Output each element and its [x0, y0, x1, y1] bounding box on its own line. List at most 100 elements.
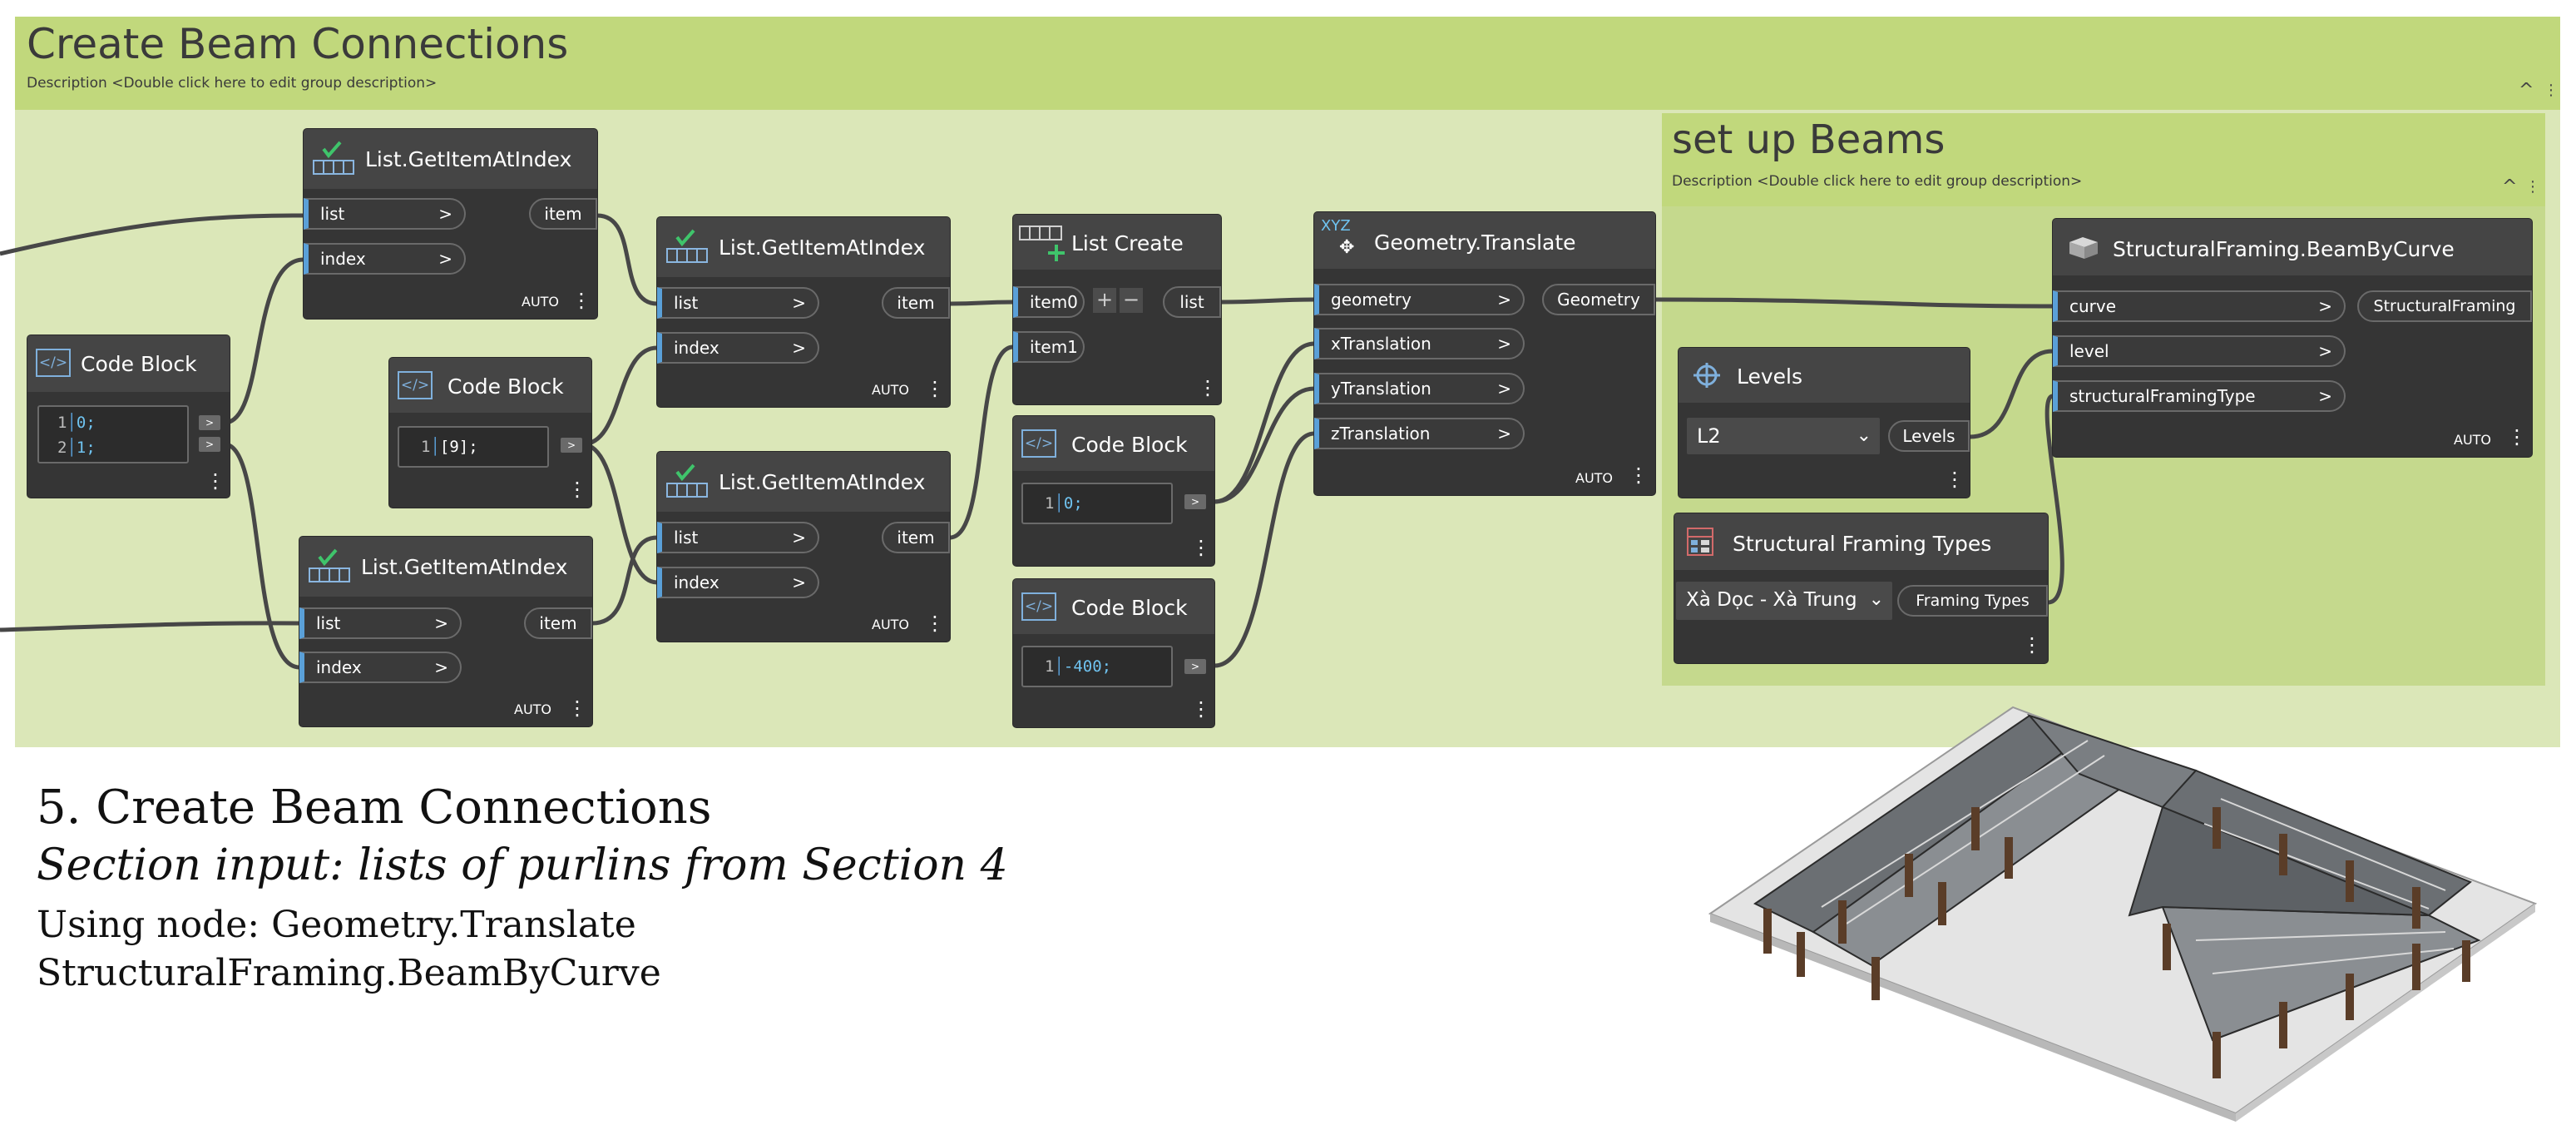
node-menu-icon[interactable]: ⋮ — [1629, 463, 1649, 487]
node-title[interactable]: StructuralFraming.BeamByCurve — [2113, 237, 2455, 261]
code-editor[interactable]: 1│0; 2│1; — [37, 405, 189, 463]
node-menu-icon[interactable]: ⋮ — [571, 289, 591, 312]
node-menu-icon[interactable]: ⋮ — [2022, 633, 2042, 657]
output-port-1[interactable]: > — [199, 437, 220, 452]
node-header[interactable]: List.GetItemAtIndex — [657, 217, 950, 277]
output-port-item[interactable]: item — [882, 522, 950, 553]
input-port-ytranslation[interactable]: yTranslation> — [1314, 373, 1525, 404]
collapse-icon[interactable]: ^ — [2502, 176, 2518, 197]
node-menu-icon[interactable]: ⋮ — [567, 478, 587, 501]
lacing-mode-label[interactable]: AUTO — [1575, 470, 1614, 486]
framing-type-dropdown[interactable]: Xà Dọc - Xà Trung⌄ — [1676, 582, 1892, 620]
input-port-list[interactable]: list> — [657, 287, 819, 319]
node-header[interactable]: List.GetItemAtIndex — [657, 452, 950, 512]
input-port-index[interactable]: index> — [304, 243, 466, 275]
remove-input-button[interactable]: − — [1120, 288, 1143, 313]
node-title[interactable]: Code Block — [1071, 596, 1188, 620]
output-port-item[interactable]: item — [524, 607, 592, 639]
output-port-0[interactable]: > — [199, 415, 220, 430]
code-line[interactable]: 2│1; — [57, 439, 96, 457]
code-editor[interactable]: 1│0; — [1021, 483, 1173, 524]
group-menu-icon[interactable]: ⋮ — [2525, 178, 2540, 196]
level-dropdown[interactable]: L2⌄ — [1687, 418, 1880, 454]
node-title[interactable]: Geometry.Translate — [1374, 230, 1576, 255]
output-port-list[interactable]: list — [1163, 286, 1221, 318]
code-line[interactable]: 1│0; — [57, 414, 96, 432]
output-port-framing-types[interactable]: Framing Types — [1897, 585, 2048, 617]
lacing-mode-label[interactable]: AUTO — [522, 294, 560, 310]
input-port-geometry[interactable]: geometry> — [1314, 284, 1525, 315]
group-header[interactable]: set up Beams Description <Double click h… — [1662, 113, 2545, 206]
node-title[interactable]: Code Block — [81, 352, 197, 376]
output-port-0[interactable]: > — [561, 438, 582, 453]
node-code-block-4[interactable]: </> Code Block 1│-400; > ⋮ — [1013, 579, 1214, 727]
input-port-level[interactable]: level> — [2053, 335, 2346, 367]
node-code-block-3[interactable]: </> Code Block 1│0; > ⋮ — [1013, 416, 1214, 566]
lacing-mode-label[interactable]: AUTO — [872, 617, 910, 632]
node-structuralframing-beambycurve[interactable]: StructuralFraming.BeamByCurve curve> lev… — [2053, 219, 2532, 457]
code-line[interactable]: 1│0; — [1045, 494, 1083, 513]
node-title[interactable]: Structural Framing Types — [1733, 532, 1992, 556]
node-title[interactable]: Code Block — [1071, 433, 1188, 457]
input-port-list[interactable]: list> — [299, 607, 462, 639]
node-title[interactable]: List Create — [1071, 231, 1184, 255]
node-header[interactable]: List Create — [1013, 215, 1221, 270]
node-menu-icon[interactable]: ⋮ — [1945, 468, 1965, 491]
node-header[interactable]: </> Code Block — [27, 335, 230, 392]
node-menu-icon[interactable]: ⋮ — [1191, 697, 1211, 721]
group-menu-icon[interactable]: ⋮ — [2544, 82, 2559, 99]
input-port-item1[interactable]: item1 — [1013, 331, 1085, 363]
node-header[interactable]: Levels — [1679, 348, 1970, 403]
output-port-item[interactable]: item — [882, 287, 950, 319]
node-title[interactable]: List.GetItemAtIndex — [365, 147, 572, 171]
code-editor[interactable]: 1│[9]; — [398, 426, 549, 468]
input-port-index[interactable]: index> — [657, 332, 819, 364]
output-port-levels[interactable]: Levels — [1888, 420, 1970, 452]
input-port-structuralframingtype[interactable]: structuralFramingType> — [2053, 380, 2346, 412]
node-list-create[interactable]: List Create item0 item1 + − list ⋮ — [1013, 215, 1221, 404]
node-list-getitematindex-2[interactable]: List.GetItemAtIndex list> index> item AU… — [657, 217, 950, 407]
node-menu-icon[interactable]: ⋮ — [1198, 376, 1218, 399]
node-structural-framing-types[interactable]: Structural Framing Types Xà Dọc - Xà Tru… — [1674, 513, 2048, 663]
node-menu-icon[interactable]: ⋮ — [1191, 536, 1211, 559]
node-header[interactable]: </> Code Block — [1013, 579, 1214, 634]
node-list-getitematindex-3[interactable]: List.GetItemAtIndex list> index> item AU… — [657, 452, 950, 642]
node-menu-icon[interactable]: ⋮ — [925, 377, 945, 400]
node-title[interactable]: List.GetItemAtIndex — [719, 235, 926, 260]
code-editor[interactable]: 1│-400; — [1021, 646, 1173, 687]
node-menu-icon[interactable]: ⋮ — [2507, 425, 2527, 449]
input-port-index[interactable]: index> — [657, 567, 819, 598]
node-title[interactable]: List.GetItemAtIndex — [361, 555, 568, 579]
output-port-geometry[interactable]: Geometry — [1542, 284, 1655, 315]
node-menu-icon[interactable]: ⋮ — [205, 469, 225, 493]
node-title[interactable]: Levels — [1737, 364, 1803, 389]
node-list-getitematindex-1[interactable]: List.GetItemAtIndex list> index> item AU… — [304, 129, 597, 319]
node-code-block-1[interactable]: </> Code Block 1│0; 2│1; > > ⋮ — [27, 335, 230, 498]
input-port-item0[interactable]: item0 — [1013, 286, 1085, 318]
output-port-0[interactable]: > — [1184, 494, 1206, 509]
node-header[interactable]: List.GetItemAtIndex — [304, 129, 597, 189]
input-port-curve[interactable]: curve> — [2053, 290, 2346, 322]
group-description[interactable]: Description <Double click here to edit g… — [27, 75, 438, 92]
node-header[interactable]: XYZ ✥ Geometry.Translate — [1314, 212, 1655, 269]
input-port-index[interactable]: index> — [299, 652, 462, 683]
lacing-mode-label[interactable]: AUTO — [514, 701, 552, 717]
node-geometry-translate[interactable]: XYZ ✥ Geometry.Translate geometry> xTran… — [1314, 212, 1655, 495]
node-header[interactable]: StructuralFraming.BeamByCurve — [2053, 219, 2532, 275]
input-port-ztranslation[interactable]: zTranslation> — [1314, 418, 1525, 449]
node-title[interactable]: Code Block — [447, 374, 564, 399]
add-input-button[interactable]: + — [1093, 288, 1116, 313]
node-title[interactable]: List.GetItemAtIndex — [719, 470, 926, 494]
node-levels[interactable]: Levels L2⌄ Levels ⋮ — [1679, 348, 1970, 498]
input-port-xtranslation[interactable]: xTranslation> — [1314, 328, 1525, 359]
output-port-0[interactable]: > — [1184, 659, 1206, 674]
lacing-mode-label[interactable]: AUTO — [2454, 432, 2492, 448]
lacing-mode-label[interactable]: AUTO — [872, 382, 910, 398]
node-code-block-2[interactable]: </> Code Block 1│[9]; > ⋮ — [389, 358, 591, 508]
node-list-getitematindex-4[interactable]: List.GetItemAtIndex list> index> item AU… — [299, 537, 592, 726]
group-header[interactable]: Create Beam Connections Description <Dou… — [15, 17, 2560, 110]
node-header[interactable]: </> Code Block — [389, 358, 591, 413]
node-header[interactable]: Structural Framing Types — [1674, 513, 2048, 570]
node-header[interactable]: </> Code Block — [1013, 416, 1214, 471]
group-title[interactable]: set up Beams — [1672, 116, 1946, 163]
